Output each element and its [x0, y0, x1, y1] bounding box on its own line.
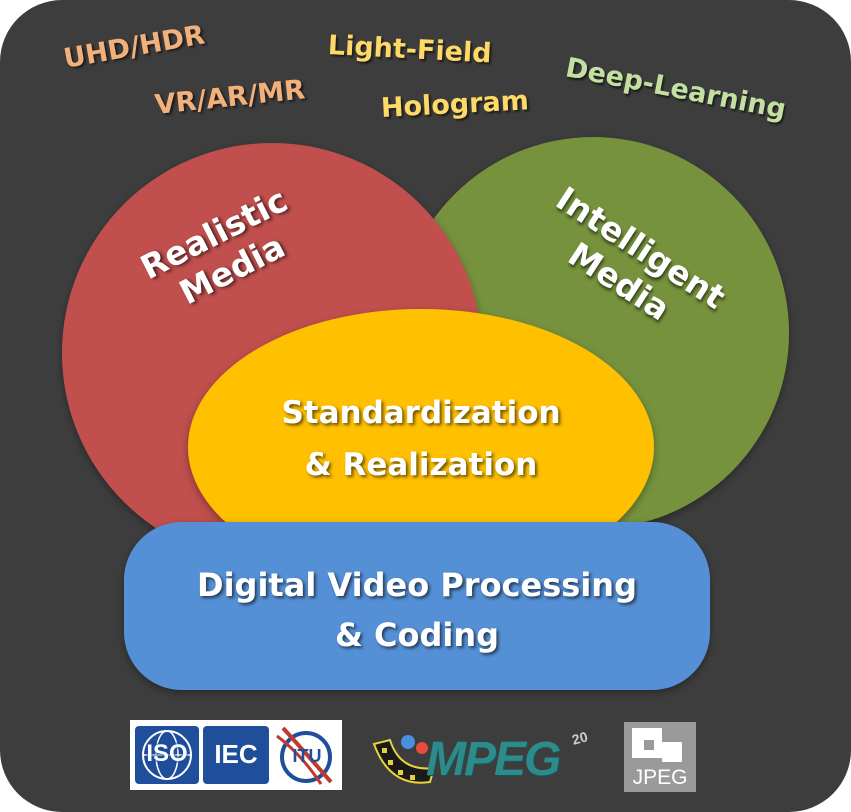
- iec-logo: IEC: [203, 726, 269, 784]
- itu-text: ITU: [292, 746, 322, 766]
- iso-text: ISO: [146, 740, 188, 767]
- digital-video-line2: & Coding: [334, 616, 500, 654]
- jpeg-text: JPEG: [632, 766, 688, 789]
- iso-logo: ISO: [135, 726, 199, 784]
- standardization-line1: Standardization: [281, 395, 561, 431]
- jpeg-logo: JPEG: [624, 722, 696, 792]
- iec-text: IEC: [214, 739, 258, 769]
- itu-emblem-icon: [276, 726, 333, 785]
- digital-video-box: [124, 522, 710, 690]
- digital-video-label: Digital Video Processing & Coding: [134, 560, 700, 660]
- mpeg-logo: MPEG 20: [368, 724, 600, 794]
- digital-video-line1: Digital Video Processing: [197, 566, 637, 604]
- mpeg-badge: 20: [570, 728, 590, 748]
- mpeg-text: MPEG: [426, 733, 561, 786]
- globe-icon: [142, 730, 192, 780]
- standardization-line2: & Realization: [304, 447, 538, 483]
- jpeg-squares-icon: [632, 728, 682, 762]
- iso-iec-itu-logo: ISO IEC ITU: [130, 720, 342, 790]
- itu-logo: ITU: [273, 724, 337, 786]
- standardization-label: Standardization & Realization: [251, 387, 591, 491]
- standardization-ellipse: [188, 309, 654, 585]
- film-strip-icon: [372, 735, 436, 784]
